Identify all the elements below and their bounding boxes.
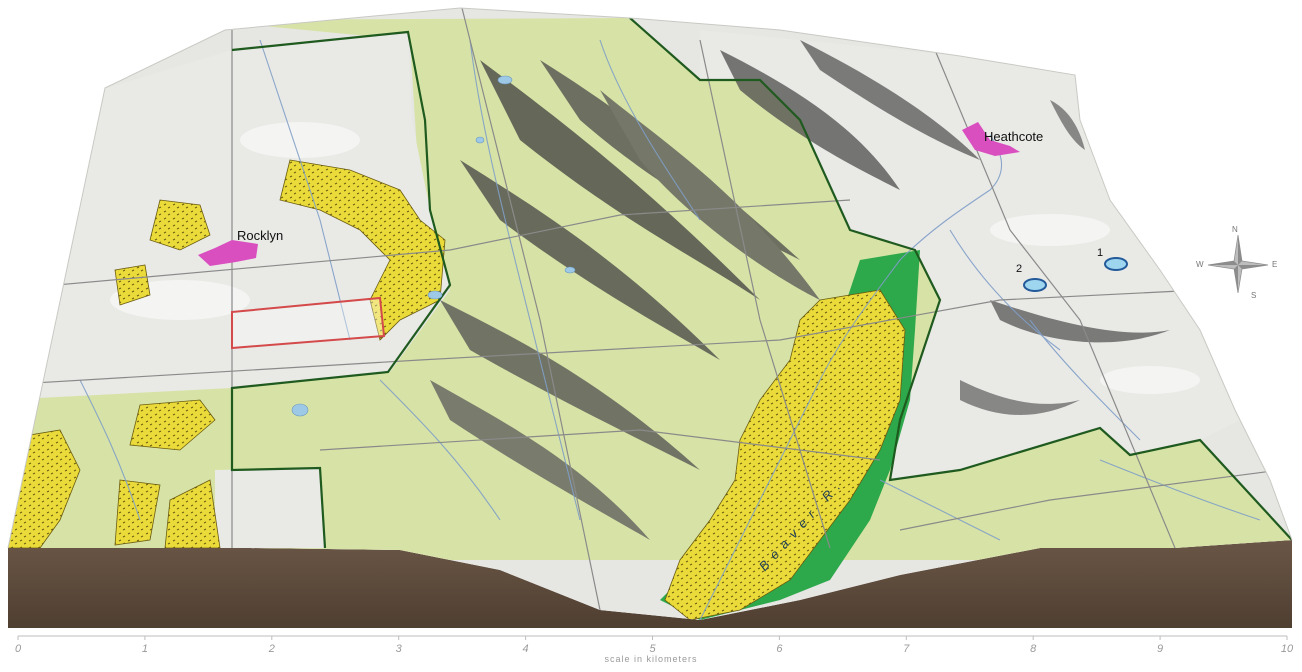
scale-title: scale in kilometers [604, 654, 697, 664]
terrain-block-side [8, 540, 1292, 628]
scale-tick-label: 7 [903, 643, 910, 655]
terrain-outline [7, 7, 1293, 549]
compass-rose: N S E W [1196, 225, 1277, 300]
forest-region [8, 18, 1292, 560]
wetland-west-1 [149, 199, 211, 251]
town-heathcote-area [962, 122, 1020, 156]
scale-tick-label: 1 [142, 643, 148, 655]
scale-tick-label: 6 [776, 643, 783, 655]
scale-tick-label: 10 [1281, 643, 1294, 655]
selected-parcel[interactable] [231, 296, 386, 350]
town-rocklyn-label: Rocklyn [237, 228, 283, 243]
open-land-southwest [215, 468, 325, 548]
scale-tick-label: 2 [268, 643, 275, 655]
ridge-shading [430, 40, 1170, 540]
svg-text:E: E [1272, 260, 1277, 269]
open-land-west [8, 32, 450, 400]
svg-text:2: 2 [1016, 263, 1022, 275]
svg-text:W: W [1196, 260, 1204, 269]
town-heathcote-label: Heathcote [984, 129, 1043, 144]
scale-bar: 0 1 2 3 4 5 6 7 8 9 10 [15, 635, 1294, 655]
wetland-west-2 [114, 264, 151, 306]
scale-tick-label: 9 [1157, 643, 1163, 655]
scale-tick-label: 8 [1030, 643, 1037, 655]
roads [8, 8, 1281, 611]
lakes [291, 75, 576, 417]
wetland-southwest-1 [129, 399, 216, 451]
property-boundary-east [629, 17, 1292, 541]
scale-tick-label: 0 [15, 643, 22, 655]
wetland-main [664, 289, 906, 620]
well-2[interactable]: 2 [1016, 263, 1047, 292]
svg-text:1: 1 [1097, 247, 1103, 259]
scale-tick-label: 4 [523, 643, 529, 655]
svg-text:S: S [1251, 291, 1256, 300]
town-rocklyn-area [198, 240, 258, 266]
property-boundary [230, 30, 452, 549]
well-1[interactable]: 1 [1097, 247, 1128, 271]
scale-tick-label: 3 [396, 643, 403, 655]
wetland-southwest-4 [164, 479, 221, 549]
wetland-north [279, 159, 446, 341]
svg-text:N: N [1232, 225, 1238, 234]
scale-tick-label: 5 [649, 643, 656, 655]
